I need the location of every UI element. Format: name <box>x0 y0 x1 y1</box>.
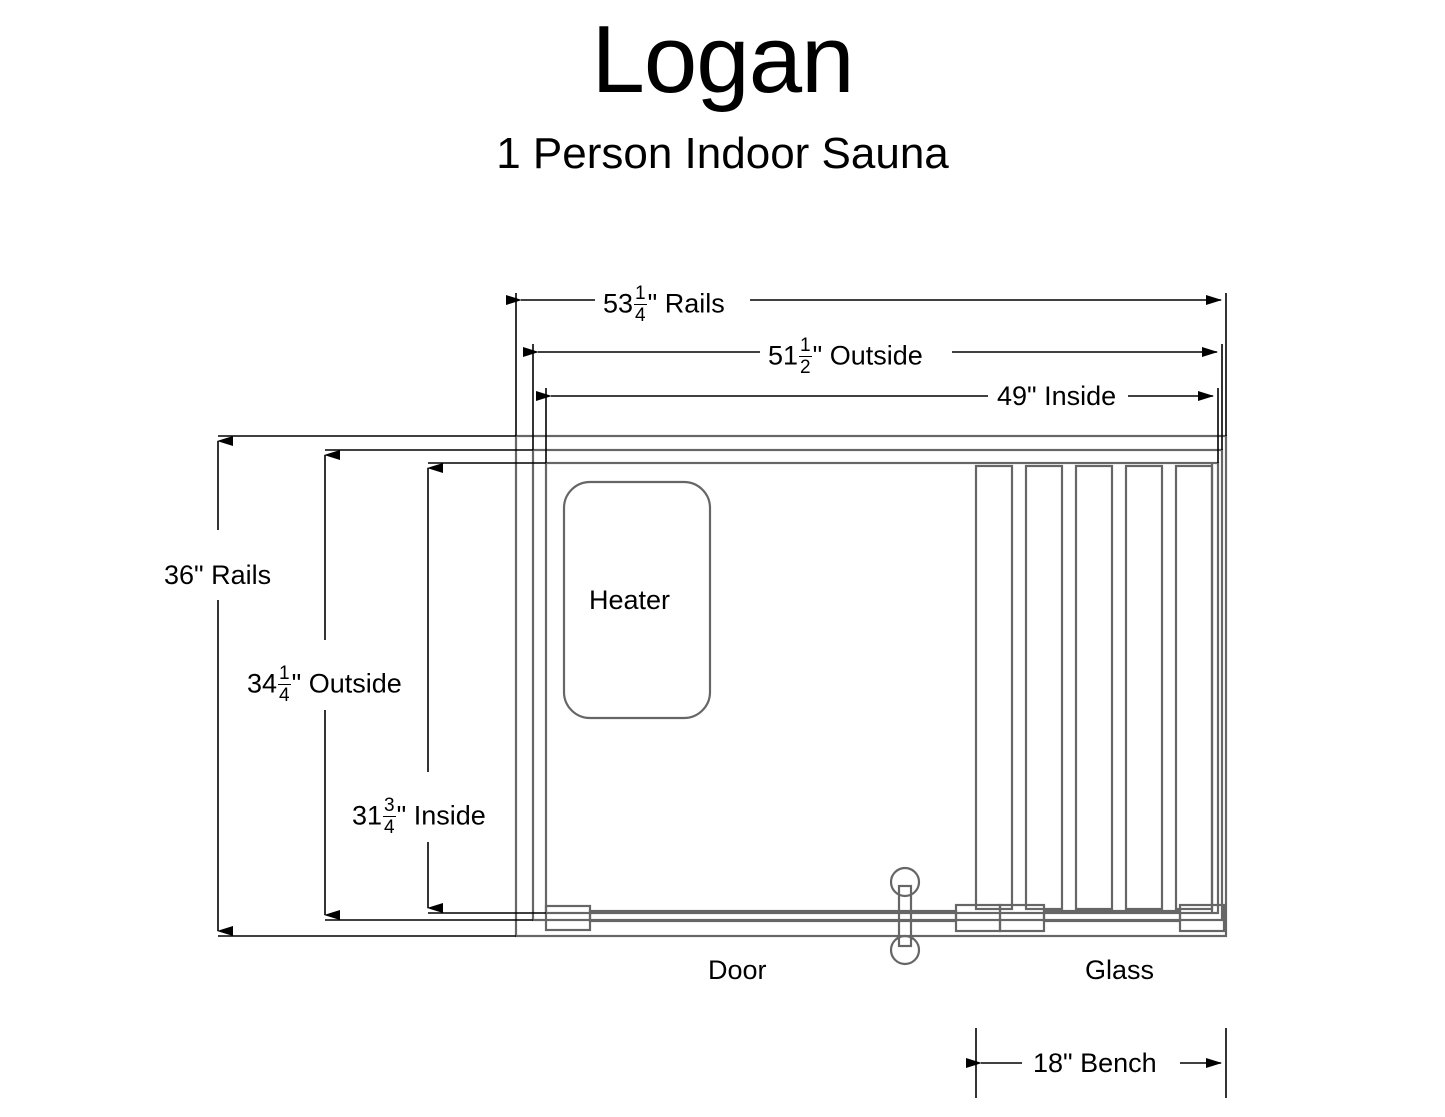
door-end-block-right <box>1178 903 1226 933</box>
sauna-body <box>514 434 1228 966</box>
bench-slat <box>1174 464 1214 911</box>
door-handle-bar <box>897 884 913 948</box>
top-dimension-group <box>506 293 1227 463</box>
heater-shape <box>562 480 712 720</box>
page-subtitle: 1 Person Indoor Sauna <box>496 129 949 178</box>
door-handle-circle-top <box>889 866 921 898</box>
bench-slat <box>1024 464 1064 911</box>
inside-cavity-outline <box>544 461 1220 915</box>
outside-wall-outline <box>531 448 1224 922</box>
dimension-label-height-rails: 36" Rails <box>157 560 279 590</box>
heater-label: Heater <box>589 585 671 615</box>
bench-slat <box>1124 464 1164 911</box>
bench-dimension-group <box>966 1028 1227 1098</box>
glass-label: Glass <box>1085 955 1155 985</box>
title-block: Logan 1 Person Indoor Sauna <box>0 0 1445 182</box>
bench-slat <box>1074 464 1114 911</box>
door-handle-circle-bottom <box>889 934 921 966</box>
dimension-label-width-inside: 49" Inside <box>990 381 1124 411</box>
dimension-label-bench-depth: 18" Bench <box>1026 1048 1164 1078</box>
door-label: Door <box>708 955 767 985</box>
left-dimension-group <box>217 435 546 937</box>
rail-outline <box>514 434 1228 938</box>
page-title: Logan <box>591 6 855 113</box>
door-jamb-block-left <box>544 904 592 932</box>
bench-slat <box>974 464 1014 911</box>
